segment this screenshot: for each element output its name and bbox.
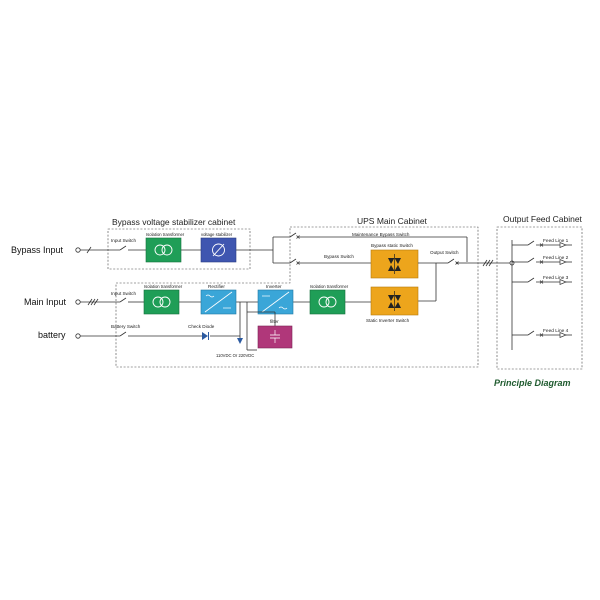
bypass-cabinet-title: Bypass voltage stabilizer cabinet (112, 217, 236, 227)
check-diode-label: Check Diode (188, 324, 215, 329)
bypass-input-line (75, 237, 274, 263)
dc-voltage-label: 110VDC Or 220VDC (216, 353, 254, 358)
feed-lines: Feed Line 1 Feed Line 2 Feed Line 3 Feed Li… (512, 238, 572, 339)
bypass-stabilizer-cabinet-frame (107, 228, 251, 270)
inverter (257, 289, 294, 315)
battery-line (75, 331, 240, 339)
main-input-label: Main Input (24, 297, 67, 307)
output-bus (509, 240, 515, 350)
principle-diagram-caption: Principle Diagram (494, 378, 571, 388)
output-switch-label: Output Switch (430, 250, 459, 255)
feed-line-label: Feed Line 4 (543, 328, 569, 334)
output-feed-cabinet-title: Output Feed Cabinet (503, 214, 583, 224)
battery-switch-label: Battery Switch (111, 324, 141, 329)
feed-line-2: Feed Line 2 (512, 255, 572, 266)
bypass-input-switch-label: Input Switch (111, 238, 136, 243)
dc-bus (237, 302, 276, 351)
voltage-stabilizer (200, 237, 237, 263)
main-input-switch-label: Input Switch (111, 291, 136, 296)
static-inverter-switch-label: Static Inverter Switch (366, 318, 410, 323)
static-switch-outputs (418, 258, 510, 302)
filter-label: filter (270, 319, 279, 324)
filter (257, 325, 293, 349)
bypass-switch-branch (273, 258, 371, 265)
feed-line-label: Feed Line 1 (543, 238, 569, 244)
static-inverter-switch (370, 286, 419, 316)
rectifier-label: Rectifier (208, 284, 225, 289)
bypass-switch-label: Bypass Switch (324, 254, 354, 259)
feed-line-1: Feed Line 1 (512, 238, 572, 249)
feed-line-3: Feed Line 3 (512, 275, 572, 286)
bypass-static-switch-label: Bypass static Switch (371, 243, 413, 248)
feed-line-label: Feed Line 2 (543, 255, 569, 261)
output-isolation-label: Isolation transformer (310, 284, 349, 289)
bypass-input-label: Bypass Input (11, 245, 64, 255)
battery-label: battery (38, 330, 66, 340)
main-isolation-transformer (143, 289, 180, 315)
maintenance-bypass-branch (273, 232, 468, 262)
voltage-stabilizer-label: voltage stabilizer (201, 232, 233, 237)
bypass-static-switch (370, 249, 419, 279)
ups-main-cabinet-frame (115, 226, 479, 368)
output-isolation-transformer (309, 289, 346, 315)
ups-main-cabinet-title: UPS Main Cabinet (357, 216, 428, 226)
inverter-label: Inverter (266, 284, 282, 289)
feed-line-4: Feed Line 4 (512, 328, 572, 339)
rectifier (200, 289, 237, 315)
feed-line-label: Feed Line 3 (543, 275, 569, 281)
maintenance-bypass-label: Maintenance Bypass Switch (352, 232, 410, 237)
bypass-isolation-transformer (145, 237, 182, 263)
check-diode (202, 332, 209, 340)
bypass-isolation-label: Isolation transformer (146, 232, 185, 237)
output-feed-cabinet-frame (496, 226, 583, 370)
main-isolation-label: Isolation transformer (144, 284, 183, 289)
